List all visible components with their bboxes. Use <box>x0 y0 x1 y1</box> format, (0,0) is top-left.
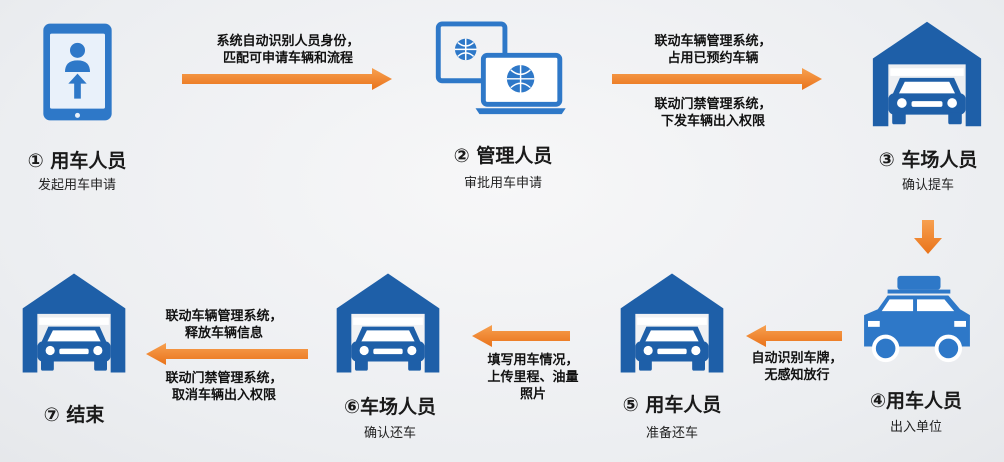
phone-user-icon <box>40 20 115 124</box>
node-subtitle-5: 准备还车 <box>645 426 699 441</box>
node-title-5: ⑤ 用车人员 <box>622 394 722 416</box>
car-icon <box>858 270 976 368</box>
arrow-right <box>182 68 392 90</box>
garage-car-icon <box>614 268 730 378</box>
node-subtitle-4: 出入单位 <box>889 420 943 435</box>
node-title-2: ② 管理人员 <box>453 145 553 167</box>
arrow-left <box>472 325 570 347</box>
edge-note-6-7-top: 联动车辆管理系统，释放车辆信息 <box>165 309 283 341</box>
arrow-left <box>146 343 308 365</box>
arrow-down <box>914 220 942 254</box>
arrow-right <box>612 68 822 90</box>
edge-note-5-6: 填写用车情况，上传里程、油量照片 <box>487 353 579 402</box>
garage-car-icon <box>866 16 988 132</box>
node-title-4: ④用车人员 <box>869 390 963 412</box>
computers-icon <box>432 20 570 118</box>
node-subtitle-2: 审批用车申请 <box>463 176 543 191</box>
node-subtitle-6: 确认还车 <box>363 426 417 441</box>
node-title-7: ⑦ 结束 <box>43 404 105 426</box>
garage-car-icon <box>330 268 446 378</box>
node-subtitle-1: 发起用车申请 <box>37 178 117 193</box>
node-title-6: ⑥车场人员 <box>343 396 437 418</box>
edge-note-4-5: 自动识别车牌，无感知放行 <box>751 351 843 383</box>
edge-note-2-3-bottom: 联动门禁管理系统，下发车辆出入权限 <box>654 97 772 129</box>
node-title-1: ① 用车人员 <box>27 150 127 172</box>
edge-note-1-2: 系统自动识别人员身份，匹配可申请车辆和流程 <box>216 34 360 66</box>
node-title-3: ③ 车场人员 <box>878 149 978 171</box>
node-subtitle-3: 确认提车 <box>901 178 955 193</box>
edge-note-6-7-bottom: 联动门禁管理系统，取消车辆出入权限 <box>165 371 283 403</box>
garage-car-icon <box>16 268 132 378</box>
edge-note-2-3-top: 联动车辆管理系统，占用已预约车辆 <box>654 34 772 66</box>
arrow-left <box>746 325 842 347</box>
